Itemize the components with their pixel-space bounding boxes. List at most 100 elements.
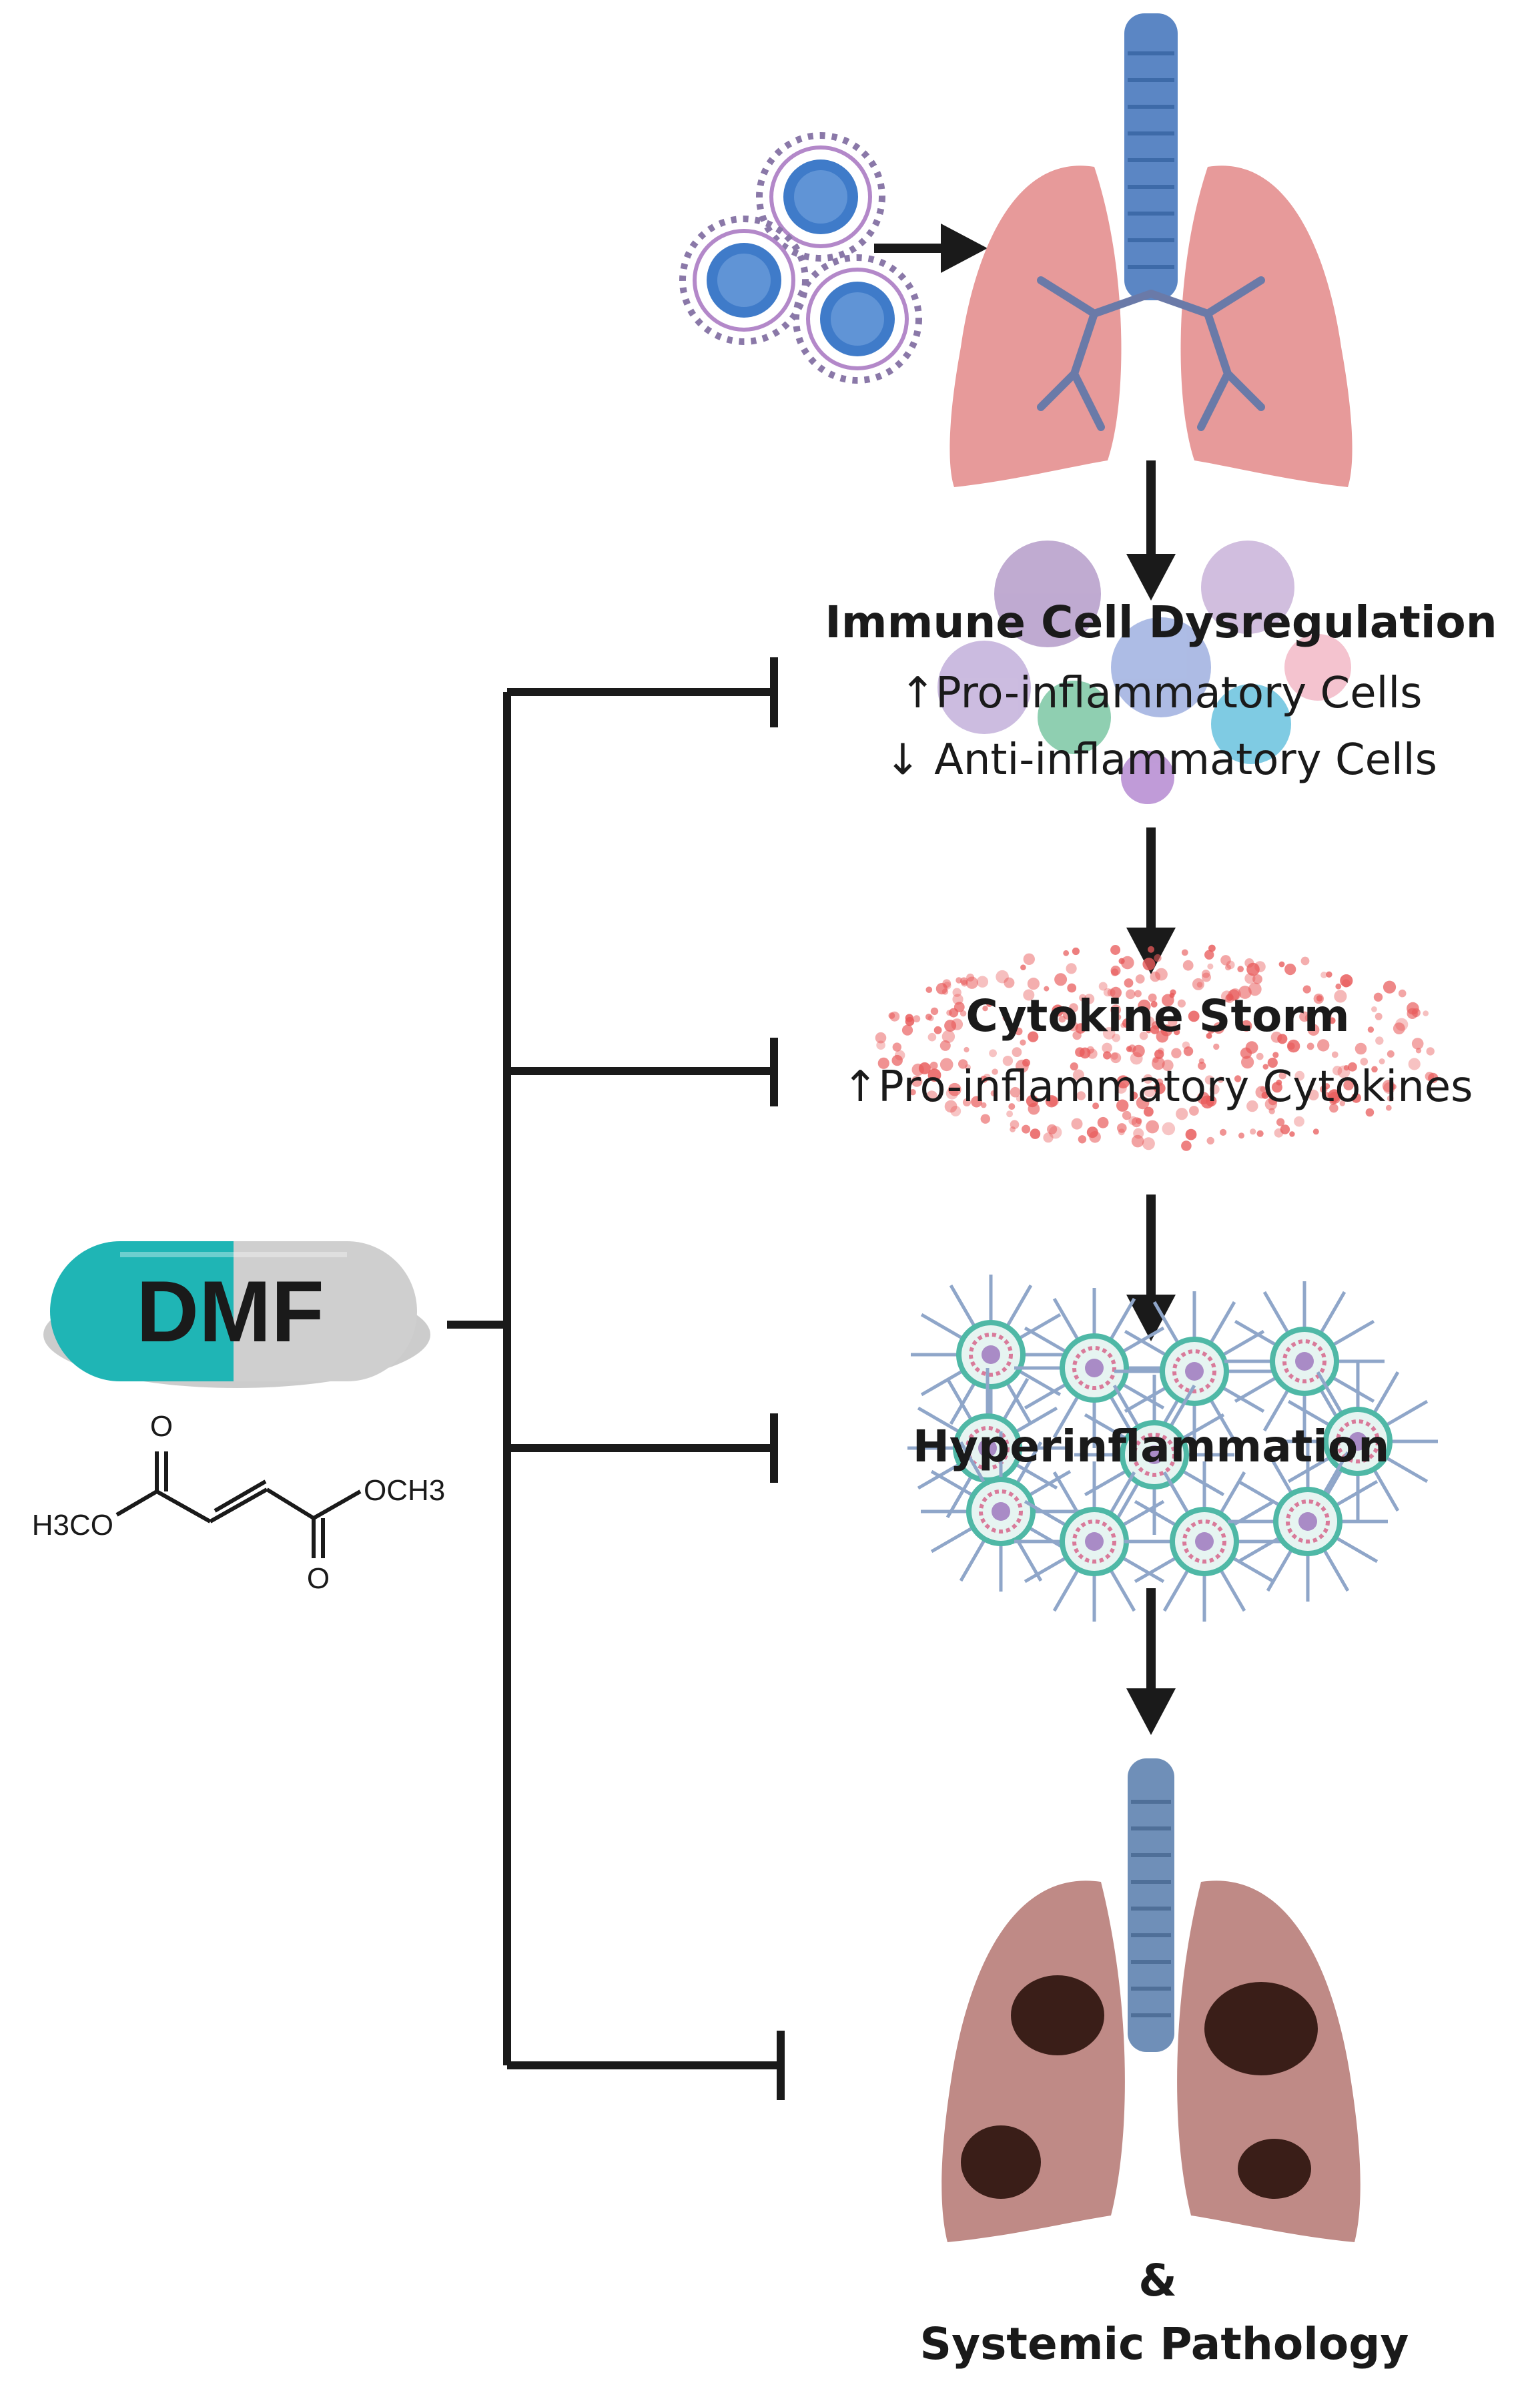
cytokine-dot	[1122, 1018, 1132, 1028]
cytokine-dot	[1022, 1124, 1031, 1134]
cytokine-dot	[1098, 982, 1108, 991]
cytokine-dot	[1142, 1137, 1155, 1150]
cytokine-dot	[1316, 995, 1323, 1002]
formula-bottom-oxygen: O	[307, 1562, 330, 1595]
cytokine-dot	[1240, 1020, 1252, 1032]
cytokine-dot	[1202, 972, 1211, 982]
cytokine-dot	[1122, 1110, 1132, 1120]
cytokine-dot	[1217, 1076, 1224, 1083]
cytokine-dot	[1067, 983, 1077, 993]
cytokine-dot	[1102, 1042, 1112, 1054]
inflamed-cell	[1124, 1461, 1284, 1622]
cytokine-dot	[980, 1114, 991, 1124]
cytokine-dot	[1324, 1083, 1330, 1090]
arrow-cytokine-to-hyper	[1126, 1195, 1176, 1341]
cytokine-dot	[911, 1063, 924, 1076]
cytokine-dot	[875, 1032, 887, 1044]
cytokine-dot	[1246, 962, 1260, 976]
cytokine-dot	[1110, 1004, 1121, 1016]
cytokine-dot	[1020, 964, 1026, 970]
cytokine-dot	[1126, 989, 1136, 1000]
cytokine-dot	[1154, 1049, 1164, 1060]
cytokine-dot	[1262, 1064, 1269, 1070]
cytokine-dot	[1182, 960, 1194, 971]
cytokine-dot	[971, 1096, 983, 1108]
cytokine-dot	[925, 986, 933, 993]
cytokine-dot	[1256, 1052, 1264, 1060]
cytokine-dot	[925, 1014, 932, 1020]
cytokine-dot	[1156, 1078, 1164, 1086]
inflamed-cell	[921, 1431, 1081, 1592]
inflamed-cell	[911, 1275, 1071, 1435]
cytokine-dot	[1045, 1095, 1058, 1108]
cytokine-dot	[913, 1015, 921, 1023]
cytokine-dot	[1092, 1102, 1100, 1110]
cytokine-dot	[1142, 958, 1156, 971]
cytokine-dot	[1136, 1118, 1142, 1124]
cytokine-dot	[1162, 994, 1174, 1007]
cytokine-dot	[1138, 999, 1151, 1013]
cytokine-dot	[1212, 1022, 1225, 1034]
cytokine-dot	[1016, 1095, 1022, 1102]
cytokine-dot	[1146, 1028, 1152, 1034]
cytokine-dot	[1117, 1123, 1127, 1133]
cytokine-dot	[1014, 1027, 1023, 1036]
cytokine-dot	[1152, 1021, 1160, 1030]
cytokine-dot	[955, 977, 962, 984]
cytokine-dot	[1332, 1066, 1342, 1076]
cytokine-dot	[1162, 1122, 1176, 1136]
immune-title: Immune Cell Dysregulation	[825, 597, 1497, 648]
cytokine-dot	[996, 970, 1009, 984]
cytokine-dot	[1335, 983, 1342, 990]
outcome-text: & Systemic Pathology	[920, 2255, 1409, 2370]
cytokine-dot	[1379, 1058, 1385, 1064]
cytokine-dot	[1133, 1128, 1144, 1139]
arrow-hyper-to-outcome	[1126, 1588, 1176, 1735]
cytokine-dot	[1238, 986, 1252, 999]
cytokine-dot	[1329, 1103, 1338, 1113]
cytokine-dot	[1196, 982, 1203, 988]
cytokine-dot	[1411, 1038, 1424, 1050]
cytokine-dot	[1110, 945, 1121, 955]
cytokine-dot	[1154, 954, 1162, 962]
cytokine-dot	[980, 1075, 988, 1083]
healthy-lungs-icon	[949, 13, 1353, 487]
cytokine-dot	[901, 1024, 913, 1036]
cytokine-dot	[976, 976, 989, 988]
cytokine-dot	[1206, 1136, 1214, 1145]
cytokine-dot	[1267, 1057, 1278, 1068]
cytokine-dot	[1426, 1047, 1435, 1056]
cytokine-dot	[1300, 956, 1310, 966]
cytokine-dot	[1084, 994, 1095, 1004]
cytokine-dot	[1116, 1099, 1129, 1112]
cytokine-dot	[980, 1102, 987, 1108]
drug-label: DMF	[136, 1263, 324, 1360]
cytokine-dot	[1111, 968, 1119, 976]
cytokine-dot	[1072, 947, 1080, 956]
cytokine-dot	[1237, 966, 1244, 972]
cytokine-dot	[1079, 994, 1087, 1002]
cytokine-dot	[909, 1089, 916, 1096]
cytokine-dot	[1023, 953, 1036, 966]
cytokine-dot	[1177, 999, 1186, 1008]
formula-right-group: OCH3	[364, 1474, 445, 1507]
arrow-lungs-to-immune	[1126, 460, 1176, 601]
cytokine-dot	[1383, 980, 1397, 994]
cytokine-dot	[941, 988, 949, 995]
cytokine-dot	[1343, 1065, 1350, 1071]
cytokine-dot	[1189, 1106, 1199, 1116]
cytokine-dot	[1170, 989, 1176, 996]
cytokine-dot	[929, 1061, 938, 1070]
virus-icon	[756, 132, 885, 262]
cytokine-dot	[1385, 1104, 1392, 1111]
cytokine-dot	[953, 1002, 965, 1012]
cytokine-dot	[1238, 1132, 1244, 1139]
cytokine-dot	[1063, 1010, 1073, 1020]
cytokine-dot	[1115, 1082, 1127, 1094]
inflamed-cell	[1228, 1441, 1388, 1602]
cytokine-dot	[1012, 1047, 1022, 1057]
cytokine-dot	[1289, 1131, 1295, 1137]
cytokine-dot	[1160, 1024, 1173, 1036]
cytokine-dot	[1373, 992, 1383, 1002]
